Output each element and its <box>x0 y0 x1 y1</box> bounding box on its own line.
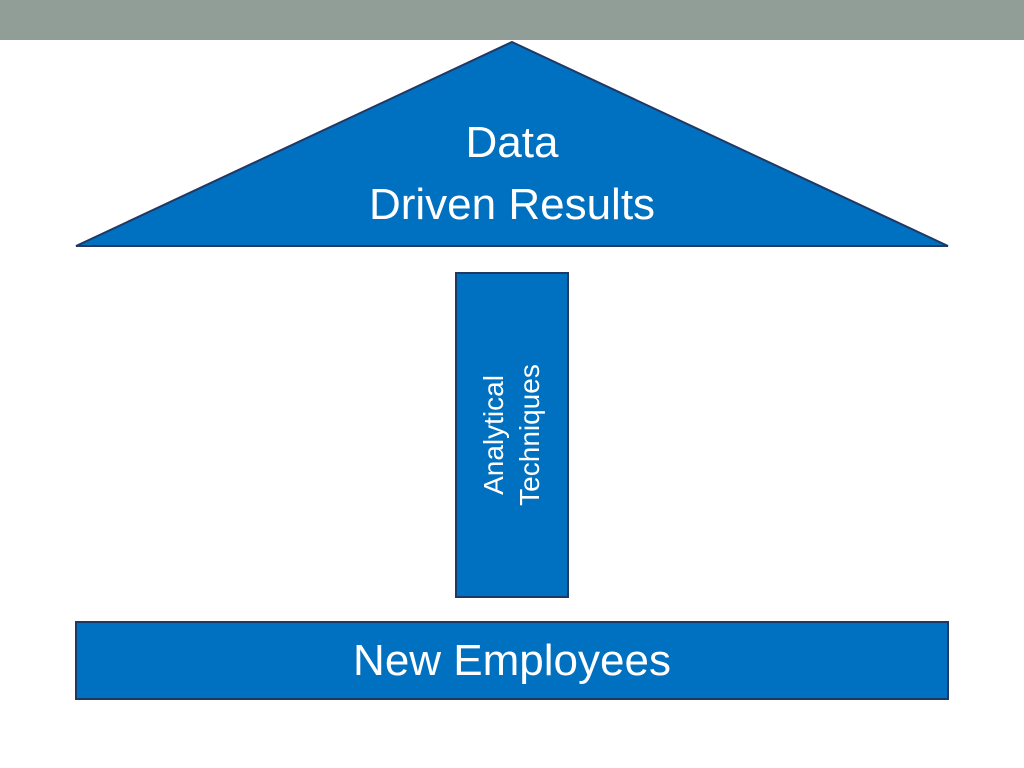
roof-label-line-1: Data <box>465 118 559 167</box>
base-label: New Employees <box>353 635 671 685</box>
pillar-label-line-2: Techniques <box>514 364 545 506</box>
roof-label: Data Driven Results <box>262 112 762 236</box>
base-rect <box>75 621 949 700</box>
pillar-rect <box>455 272 569 598</box>
roof-label-line-2: Driven Results <box>368 180 656 229</box>
pillar-label-line-1: Analytical <box>478 375 509 495</box>
pillar-label: Analytical Techniques <box>467 275 557 595</box>
roof-triangle <box>75 40 949 247</box>
top-bar <box>0 0 1024 40</box>
